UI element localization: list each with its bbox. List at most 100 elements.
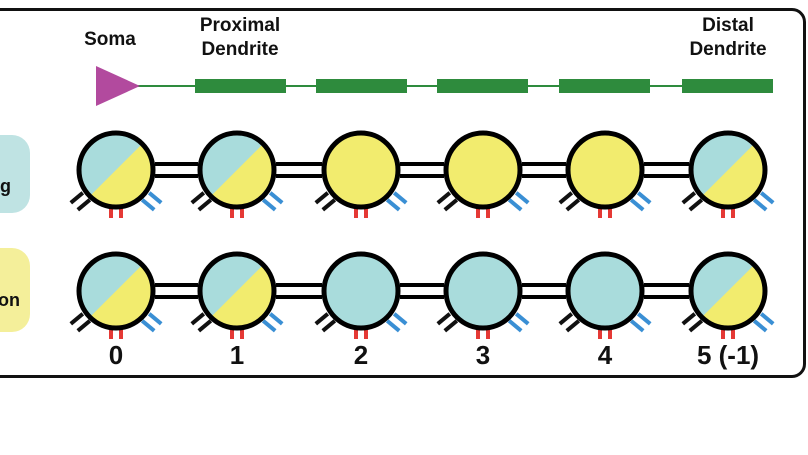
compartment-row2-4 xyxy=(558,251,652,339)
black-channel-icon xyxy=(681,312,697,326)
compartment-outline xyxy=(565,130,645,210)
compartment-index-label: 5 (-1) xyxy=(696,340,760,370)
black-channel-icon xyxy=(558,191,574,205)
blue-channel-icon xyxy=(636,191,652,205)
blue-channel-icon xyxy=(268,191,284,205)
compartment-row1-5 xyxy=(681,130,775,218)
compartment-outline xyxy=(321,251,401,331)
black-channel-icon xyxy=(321,198,337,212)
blue-channel-icon xyxy=(385,198,401,212)
compartment-outline xyxy=(443,130,523,210)
diagram-frame xyxy=(0,8,806,378)
blue-channel-icon xyxy=(392,191,408,205)
row2-side-label: on xyxy=(0,290,20,310)
black-channel-icon xyxy=(688,319,704,333)
compartment-half-fill xyxy=(200,254,264,318)
compartment-index-label: 1 xyxy=(229,340,245,370)
row2-side-pill xyxy=(0,248,30,332)
compartment-row1-3 xyxy=(436,130,530,218)
black-channel-icon xyxy=(443,319,459,333)
blue-channel-icon xyxy=(507,319,523,333)
black-channel-icon xyxy=(681,191,697,205)
black-channel-icon xyxy=(197,198,213,212)
compartment-outline xyxy=(76,130,156,210)
blue-channel-icon xyxy=(752,319,768,333)
blue-channel-icon xyxy=(140,198,156,212)
compartment-fill xyxy=(568,254,642,328)
dendrite-segment-3 xyxy=(437,79,528,93)
distal-dendrite-label: Distal Dendrite xyxy=(689,15,767,60)
dendrite-segment-4 xyxy=(559,79,650,93)
black-channel-icon xyxy=(565,319,581,333)
compartment-outline xyxy=(688,251,768,331)
compartment-fill xyxy=(568,133,642,207)
black-channel-icon xyxy=(558,312,574,326)
dendrite-segment-1 xyxy=(195,79,286,93)
soma-triangle xyxy=(96,66,140,106)
black-channel-icon xyxy=(314,312,330,326)
blue-channel-icon xyxy=(147,191,163,205)
proximal-dendrite-label: Proximal Dendrite xyxy=(199,15,281,60)
compartment-half-fill xyxy=(78,254,143,318)
blue-channel-icon xyxy=(392,312,408,326)
compartment-fill xyxy=(324,133,398,207)
black-channel-icon xyxy=(197,319,213,333)
compartment-fill xyxy=(324,254,398,328)
compartment-index-label: 3 xyxy=(475,340,491,370)
black-channel-icon xyxy=(443,198,459,212)
black-channel-icon xyxy=(565,198,581,212)
compartment-row1-4 xyxy=(558,130,652,218)
compartment-index-label: 0 xyxy=(108,340,124,370)
compartment-half-fill xyxy=(79,133,143,197)
compartment-outline xyxy=(443,251,523,331)
black-channel-icon xyxy=(76,198,92,212)
compartment-fill xyxy=(446,133,520,207)
compartment-index-label: 4 xyxy=(597,340,613,370)
black-channel-icon xyxy=(190,312,206,326)
blue-channel-icon xyxy=(759,312,775,326)
compartment-half-fill xyxy=(691,254,755,318)
compartment-index-label: 2 xyxy=(353,340,369,370)
black-channel-icon xyxy=(314,191,330,205)
compartment-half-fill xyxy=(691,133,755,197)
compartment-outline xyxy=(688,130,768,210)
compartment-row2-2 xyxy=(314,251,408,339)
black-channel-icon xyxy=(69,191,85,205)
black-channel-icon xyxy=(688,198,704,212)
black-channel-icon xyxy=(76,319,92,333)
soma-label: Soma xyxy=(84,29,136,50)
blue-channel-icon xyxy=(514,191,530,205)
blue-channel-icon xyxy=(140,319,156,333)
blue-channel-icon xyxy=(629,319,645,333)
compartment-row1-2 xyxy=(314,130,408,218)
compartment-row2-0 xyxy=(69,251,163,339)
dendrite-segment-2 xyxy=(316,79,407,93)
compartment-row2-1 xyxy=(190,251,284,339)
blue-channel-icon xyxy=(268,312,284,326)
row1-side-label: g xyxy=(0,176,11,196)
compartment-fill xyxy=(446,254,520,328)
blue-channel-icon xyxy=(636,312,652,326)
black-channel-icon xyxy=(190,191,206,205)
black-channel-icon xyxy=(69,312,85,326)
blue-channel-icon xyxy=(507,198,523,212)
black-channel-icon xyxy=(436,191,452,205)
black-channel-icon xyxy=(321,319,337,333)
compartment-outline xyxy=(197,251,277,331)
blue-channel-icon xyxy=(147,312,163,326)
compartment-row2-5 xyxy=(681,251,775,339)
compartment-outline xyxy=(197,130,277,210)
compartment-row1-1 xyxy=(190,130,284,218)
compartment-outline xyxy=(565,251,645,331)
blue-channel-icon xyxy=(385,319,401,333)
blue-channel-icon xyxy=(514,312,530,326)
blue-channel-icon xyxy=(261,319,277,333)
black-channel-icon xyxy=(436,312,452,326)
compartment-row2-3 xyxy=(436,251,530,339)
blue-channel-icon xyxy=(759,191,775,205)
compartment-row1-0 xyxy=(69,130,163,218)
dendrite-segment-5 xyxy=(682,79,773,93)
blue-channel-icon xyxy=(752,198,768,212)
compartment-outline xyxy=(76,251,156,331)
